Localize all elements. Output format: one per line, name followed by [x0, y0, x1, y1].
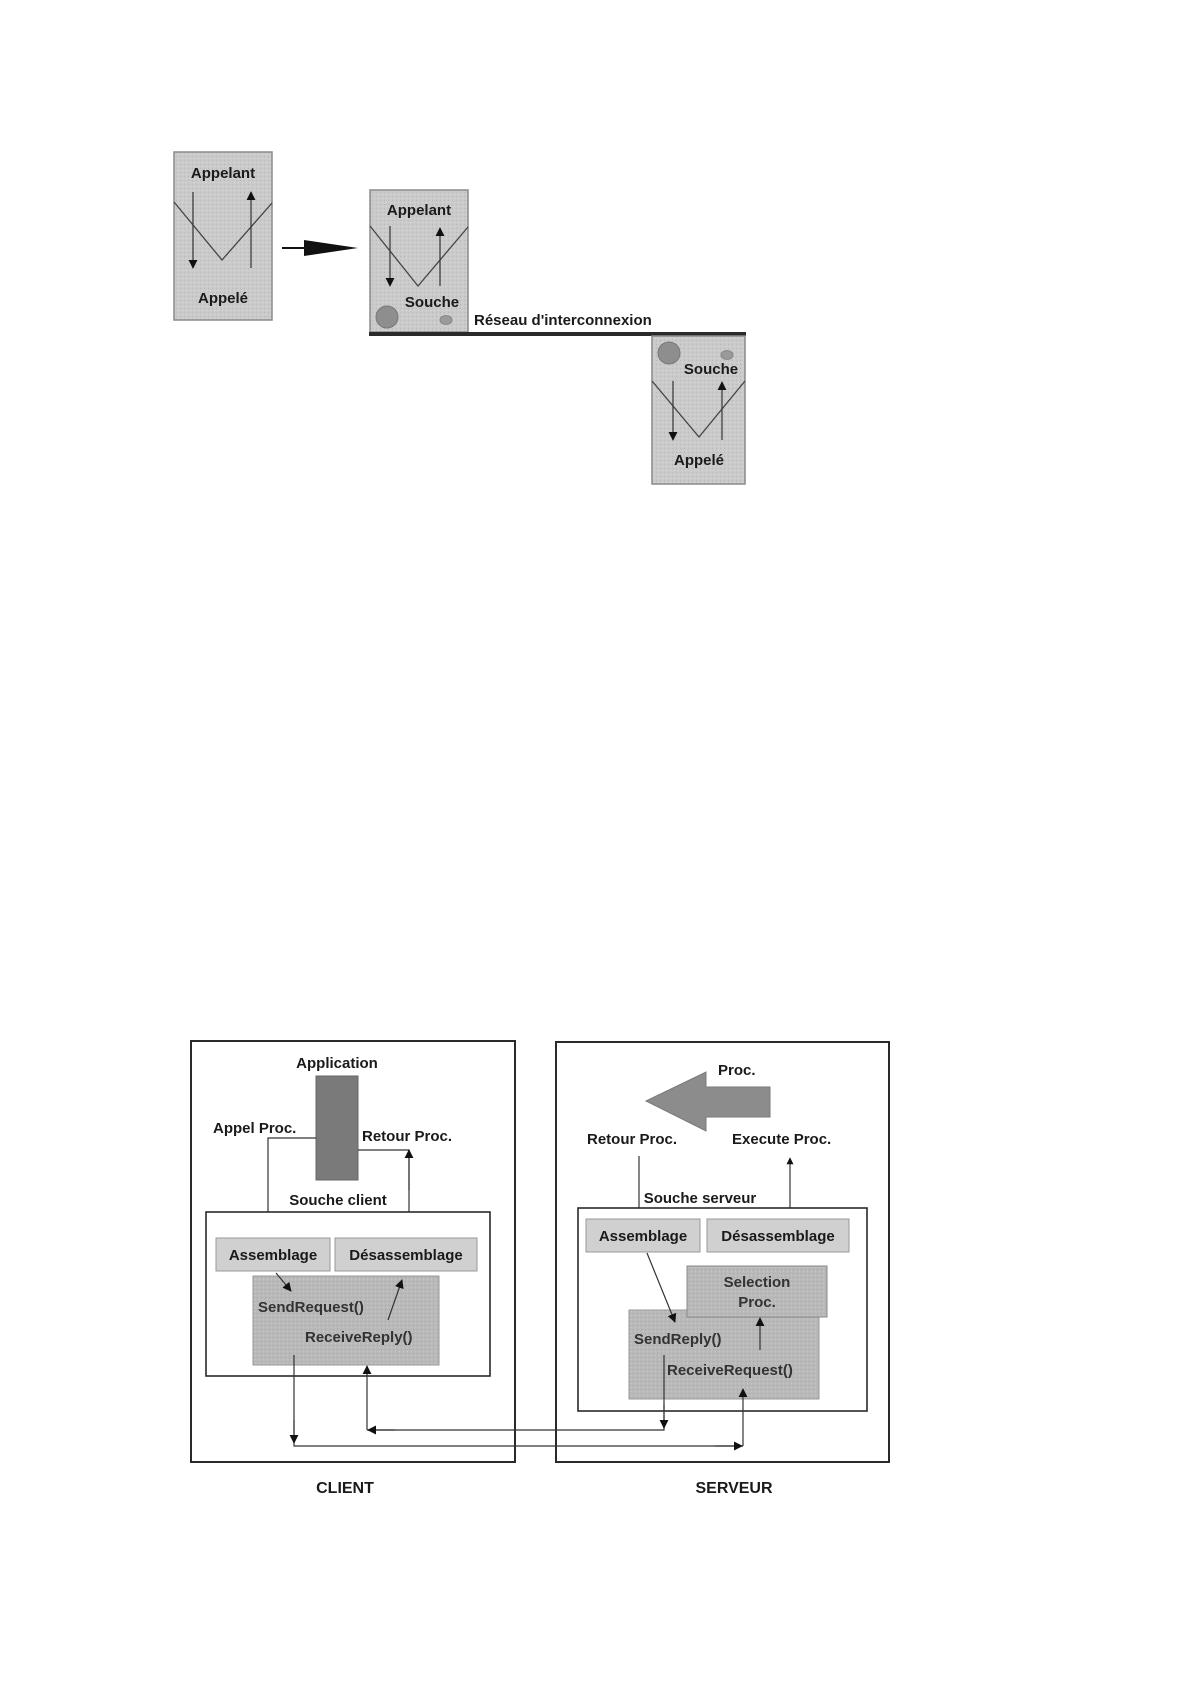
proc-arrow-icon [644, 1071, 771, 1132]
receive-request-label: ReceiveRequest() [667, 1362, 793, 1379]
callee-v-line [651, 380, 746, 439]
proc-label: Proc. [718, 1062, 756, 1079]
assemble-to-send-arrow [275, 1272, 292, 1292]
send-request-label: SendRequest() [258, 1299, 364, 1316]
client-panel: Application Appel Proc. Retour Proc. Sou… [190, 1040, 516, 1497]
local-call-box: Appelant Appelé [173, 151, 273, 321]
local-caller-label: Appelant [191, 165, 255, 182]
remote-caller-box: Appelant Souche [369, 189, 469, 333]
transition-arrow [282, 240, 358, 256]
client-assemble-box [215, 1237, 331, 1272]
server-panel: Proc. Retour Proc. Execute Proc. Souche … [555, 1041, 890, 1497]
server-return-label: Retour Proc. [587, 1131, 677, 1148]
receive-to-disassemble-arrow [387, 1279, 404, 1321]
remote-callee-label: Appelé [674, 452, 724, 469]
callee-stub-label: Souche [684, 361, 738, 378]
application-block [315, 1075, 359, 1181]
server-assemble-label: Assemblage [599, 1228, 687, 1245]
local-box-rect [173, 151, 273, 321]
server-disassemble-label: Désassemblage [721, 1228, 834, 1245]
execute-proc-label: Execute Proc. [732, 1131, 831, 1148]
server-stub-label: Souche serveur [644, 1190, 757, 1207]
selection-label-line1: Selection [724, 1274, 791, 1291]
receive-reply-label: ReceiveReply() [305, 1329, 413, 1346]
message-lines [289, 1355, 748, 1451]
call-proc-label: Appel Proc. [213, 1120, 296, 1137]
assemble-to-send-reply-arrow [646, 1252, 677, 1323]
client-disassemble-label: Désassemblage [349, 1247, 462, 1264]
reply-line [367, 1355, 665, 1431]
server-assemble-box [585, 1218, 701, 1253]
local-callee-label: Appelé [198, 290, 248, 307]
client-transport-box [252, 1275, 440, 1366]
remote-callee-box: Souche Appelé [651, 335, 746, 485]
stub-small-circle-icon [439, 315, 453, 325]
application-label: Application [296, 1055, 378, 1072]
send-reply-label: SendReply() [634, 1331, 722, 1348]
callee-stub-large-circle-icon [657, 341, 681, 365]
request-line [293, 1355, 743, 1447]
client-disassemble-box [334, 1237, 478, 1272]
client-caption: CLIENT [316, 1480, 374, 1497]
caller-stub-label: Souche [405, 294, 459, 311]
selection-proc-box [686, 1265, 828, 1318]
client-stub-label: Souche client [289, 1192, 387, 1209]
server-transport-box [628, 1309, 820, 1400]
stub-large-circle-icon [375, 305, 399, 329]
call-v-line [173, 201, 273, 262]
server-disassemble-box [706, 1218, 850, 1253]
selection-label-line2: Proc. [738, 1294, 776, 1311]
caller-v-line [369, 225, 469, 288]
call-proc-arrow [264, 1137, 316, 1231]
remote-caller-label: Appelant [387, 202, 451, 219]
client-assemble-label: Assemblage [229, 1247, 317, 1264]
network-label: Réseau d'interconnexion [474, 312, 652, 329]
server-caption: SERVEUR [695, 1480, 773, 1497]
return-proc-label: Retour Proc. [362, 1128, 452, 1145]
figure-local-call: Appelant Appelé Appelant Souche Réseau d… [173, 151, 746, 485]
callee-stub-small-circle-icon [720, 350, 734, 360]
transition-arrowhead-icon [304, 240, 358, 256]
